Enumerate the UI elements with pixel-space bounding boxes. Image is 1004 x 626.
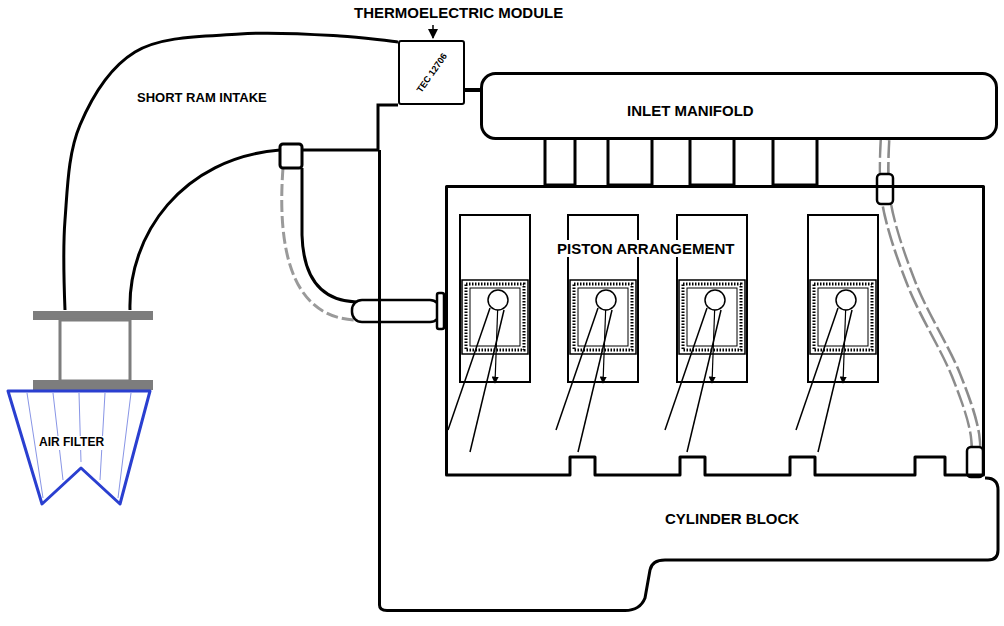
filter-flange bbox=[33, 380, 153, 390]
node-label: PISTON ARRANGEMENT bbox=[555, 240, 737, 257]
piston-ring bbox=[466, 284, 524, 350]
piston-ring bbox=[814, 284, 872, 350]
intake-inner-wall bbox=[302, 105, 398, 150]
piston-ring bbox=[683, 284, 741, 350]
gudgeon-pin bbox=[596, 290, 616, 310]
connecting-rod bbox=[818, 310, 852, 452]
cylinder-block: CYLINDER BLOCK PISTON ARRANGEMENT bbox=[378, 150, 1000, 612]
node-outline bbox=[5, 310, 153, 506]
connecting-rod bbox=[556, 308, 598, 430]
stroke-arrow bbox=[843, 300, 846, 383]
inlet-stub bbox=[352, 300, 440, 322]
piston bbox=[570, 280, 636, 354]
stroke-arrow bbox=[495, 300, 498, 383]
piston bbox=[462, 280, 528, 354]
gudgeon-pin bbox=[705, 290, 725, 310]
gudgeon-pin bbox=[488, 290, 508, 310]
connector-group bbox=[465, 90, 480, 91]
connecting-rod bbox=[687, 310, 721, 452]
manifold-outline bbox=[482, 74, 997, 139]
piston bbox=[810, 280, 876, 354]
manifold-runner bbox=[690, 138, 734, 185]
block-outline bbox=[380, 150, 999, 611]
node-label: CYLINDER BLOCK bbox=[663, 510, 801, 527]
piston-crown bbox=[818, 288, 868, 346]
module-duct bbox=[465, 88, 480, 92]
ram-duct bbox=[302, 168, 356, 302]
ram-duct-hose bbox=[282, 168, 356, 320]
piston bbox=[679, 280, 745, 354]
node-label: AIR FILTER bbox=[37, 436, 106, 450]
connecting-rod bbox=[578, 310, 612, 452]
node-outline bbox=[378, 150, 1000, 612]
intake-inner-wall bbox=[130, 150, 280, 310]
connecting-rod bbox=[796, 308, 838, 430]
leader-arrow bbox=[432, 25, 434, 38]
node-label: INLET MANIFOLD bbox=[625, 102, 756, 119]
piston-crown bbox=[470, 288, 520, 346]
gudgeon-pin bbox=[836, 290, 856, 310]
manifold-runner bbox=[773, 138, 817, 185]
piston-ring bbox=[574, 284, 632, 350]
connecting-rod bbox=[448, 308, 490, 430]
cylinder-bore bbox=[460, 215, 530, 382]
piston-crown bbox=[578, 288, 628, 346]
filter-pleat bbox=[118, 393, 131, 498]
cylinder-bore bbox=[808, 215, 878, 382]
filter-neck bbox=[60, 320, 130, 381]
part-label: THERMOELECTRIC MODULE bbox=[352, 4, 565, 21]
filter-element bbox=[8, 391, 150, 504]
part-label: SHORT RAM INTAKE bbox=[135, 91, 269, 106]
piston-block: PISTON ARRANGEMENT bbox=[445, 185, 985, 477]
thermoelectric-module: TEC 12706 bbox=[398, 40, 465, 105]
inlet-manifold: INLET MANIFOLD bbox=[480, 72, 998, 140]
air-filter: AIR FILTER bbox=[5, 310, 153, 506]
manifold-runner bbox=[608, 138, 652, 185]
filter-pleat bbox=[79, 393, 81, 462]
hose-clamp bbox=[877, 174, 893, 204]
engine-outline bbox=[447, 187, 984, 476]
connecting-rod bbox=[470, 310, 504, 452]
stroke-arrow bbox=[712, 300, 715, 383]
stub-cap bbox=[437, 293, 444, 329]
connecting-rod bbox=[665, 308, 707, 430]
stroke-arrow bbox=[603, 300, 606, 383]
node-outline bbox=[445, 185, 985, 477]
piston-crown bbox=[687, 288, 737, 346]
manifold-runner bbox=[545, 138, 575, 185]
hose-nipple bbox=[280, 144, 302, 168]
node-label: TEC 12706 bbox=[413, 49, 450, 96]
intake-tube bbox=[64, 33, 398, 310]
coolant-hose bbox=[884, 140, 976, 477]
connector-group bbox=[884, 140, 976, 477]
connector-group bbox=[64, 33, 398, 310]
hose-bore bbox=[884, 140, 976, 477]
hose-clamp bbox=[967, 447, 983, 477]
